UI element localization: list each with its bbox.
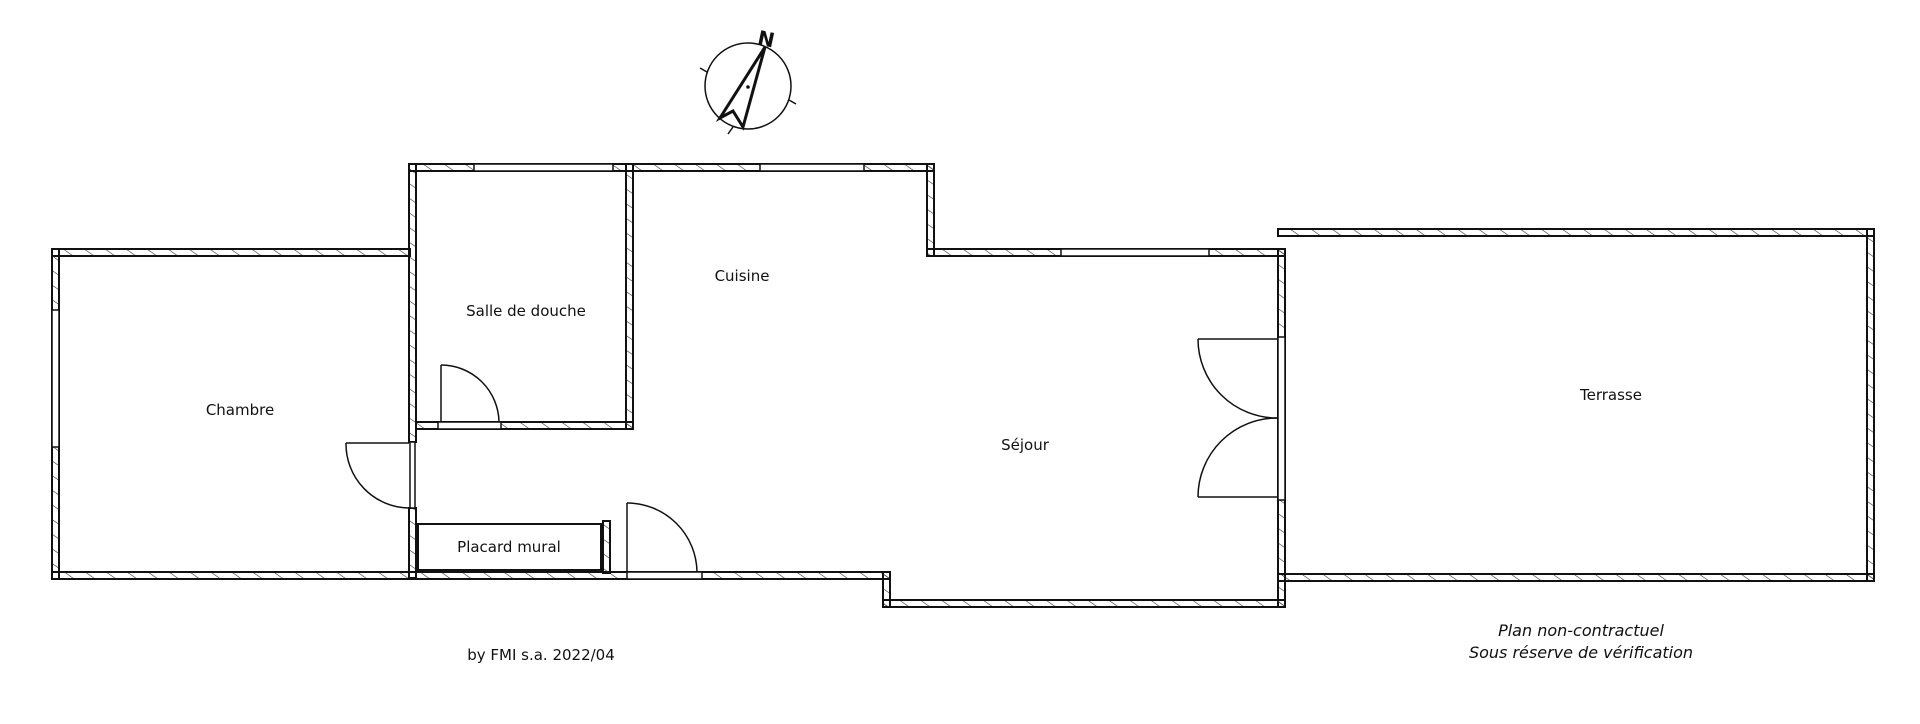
north-arrow-icon: N (699, 26, 797, 135)
windows (51, 163, 1286, 580)
room-label-placard: Placard mural (457, 538, 561, 556)
disclaimer-line-1: Plan non-contractuel (1498, 621, 1664, 640)
room-label-cuisine: Cuisine (715, 267, 770, 285)
north-label: N (755, 26, 776, 53)
placard-mural: Placard mural (417, 523, 602, 571)
room-label-terrasse: Terrasse (1579, 386, 1642, 404)
room-label-chambre: Chambre (206, 401, 274, 419)
disclaimer-line-2: Sous réserve de vérification (1469, 643, 1693, 662)
credit-text: by FMI s.a. 2022/04 (467, 646, 615, 664)
doors (345, 338, 1278, 573)
room-label-salle-de-douche: Salle de douche (466, 302, 586, 320)
room-label-sejour: Séjour (1001, 436, 1050, 454)
